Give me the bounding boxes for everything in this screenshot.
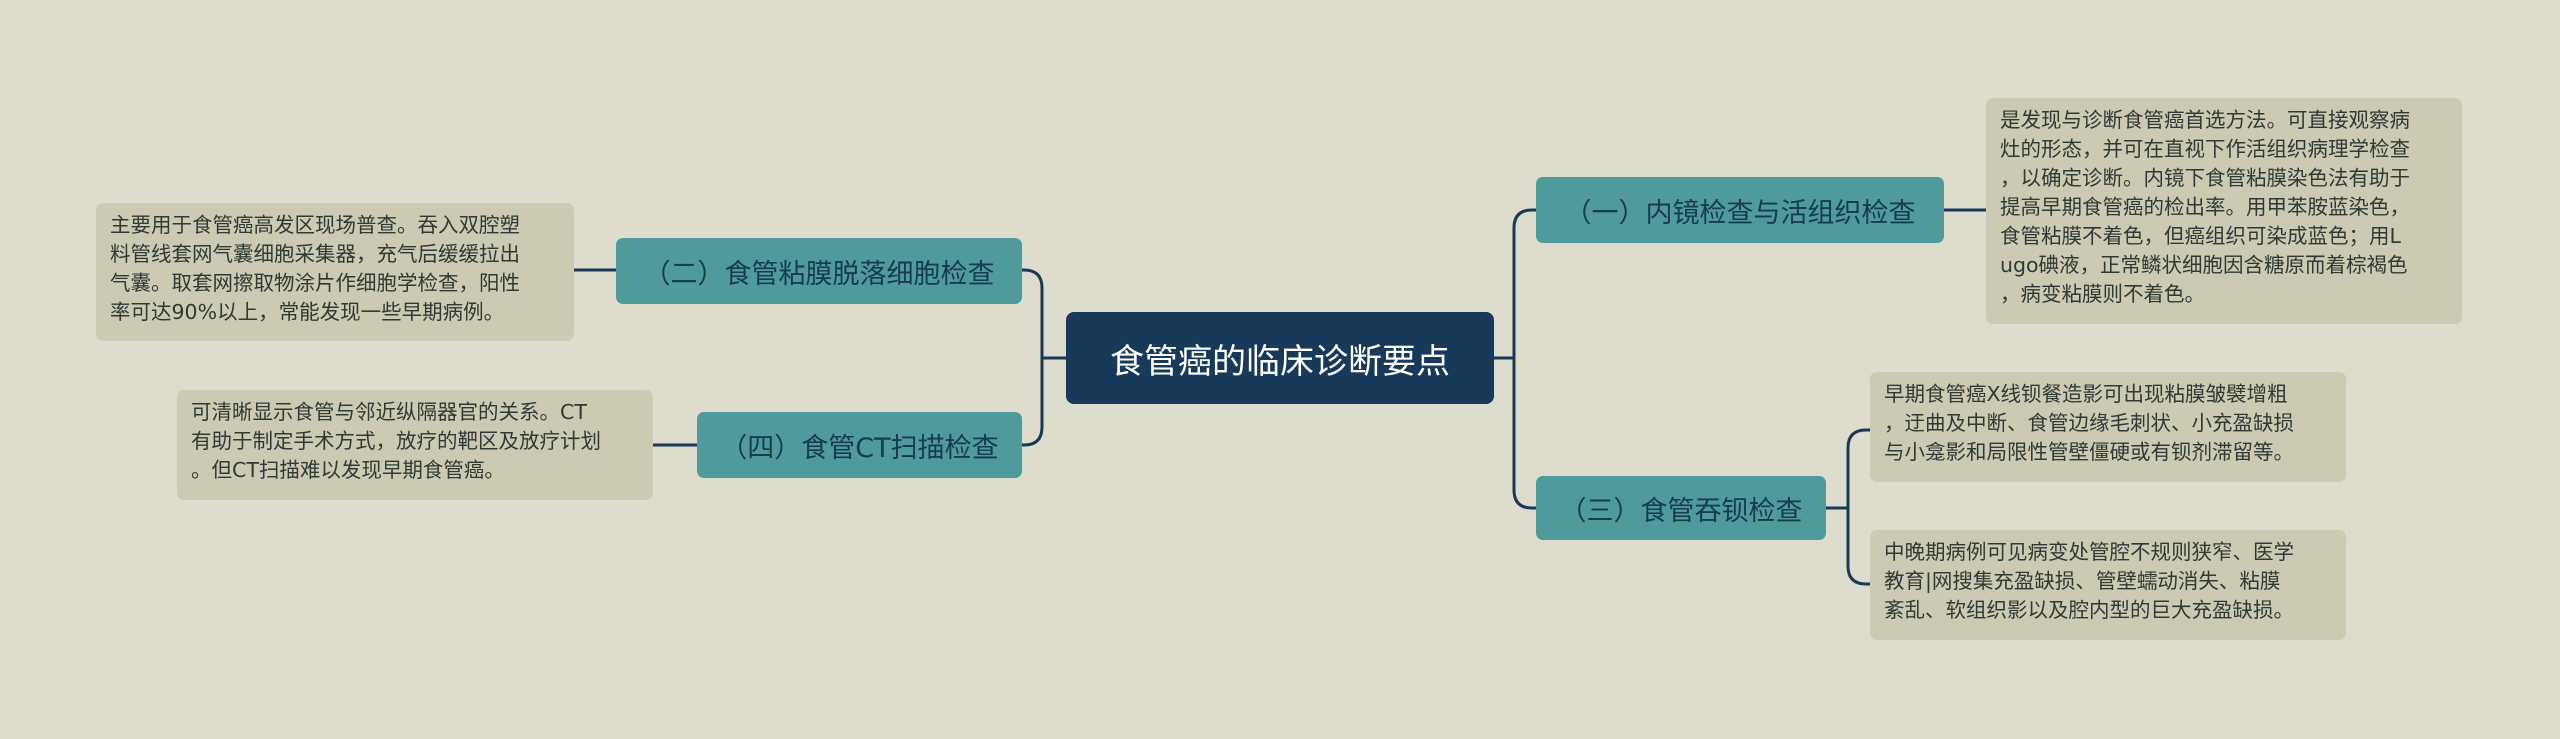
root-topic[interactable]: 食管癌的临床诊断要点	[1066, 312, 1494, 404]
branch-endoscopy-biopsy[interactable]: （一）内镜检查与活组织检查	[1536, 177, 1944, 243]
connector-root-b3	[1494, 356, 1536, 510]
branch-barium-swallow[interactable]: （三）食管吞钡检查	[1536, 476, 1826, 540]
branch-mucosal-cytology[interactable]: （二）食管粘膜脱落细胞检查	[616, 238, 1022, 304]
connector-b3-note1	[1826, 428, 1870, 510]
connector-b3-note2	[1826, 506, 1870, 586]
note-barium-advanced: 中晚期病例可见病变处管腔不规则狭窄、医学 教育|网搜集充盈缺损、管壁蠕动消失、粘…	[1870, 530, 2346, 640]
branch-ct-scan[interactable]: （四）食管CT扫描检查	[697, 412, 1022, 478]
note-endoscopy-biopsy: 是发现与诊断食管癌首选方法。可直接观察病 灶的形态，并可在直视下作活组织病理学检…	[1986, 98, 2462, 324]
note-mucosal-cytology: 主要用于食管癌高发区现场普查。吞入双腔塑 料管线套网气囊细胞采集器，充气后缓缓拉…	[96, 203, 574, 341]
note-ct-scan: 可清晰显示食管与邻近纵隔器官的关系。CT 有助于制定手术方式，放疗的靶区及放疗计…	[177, 390, 653, 500]
connector-root-b1	[1494, 208, 1536, 360]
note-barium-early: 早期食管癌X线钡餐造影可出现粘膜皱襞增粗 ，迂曲及中断、食管边缘毛刺状、小充盈缺…	[1870, 372, 2346, 482]
connector-root-b4	[1022, 356, 1066, 447]
connector-root-b2	[1022, 268, 1066, 360]
